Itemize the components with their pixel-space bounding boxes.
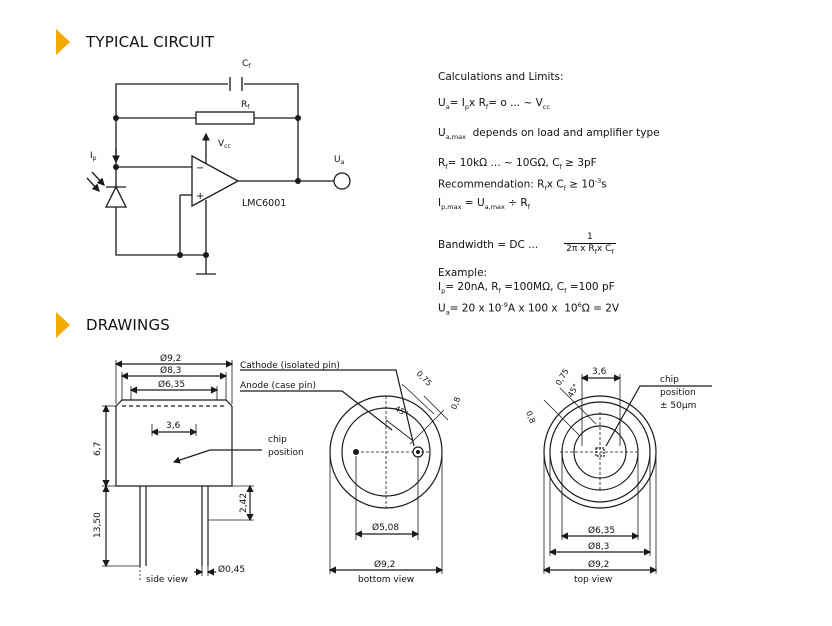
bottom-d92-label: Ø9,2: [374, 559, 395, 570]
bandwidth-label: Bandwidth = DC ...: [438, 238, 539, 251]
bottom-d508-label: Ø5,08: [372, 522, 399, 533]
example-line-1: Ip= 20nA, Rf =100MΩ, Cf =100 pF: [438, 280, 615, 295]
plus-sign: +: [196, 191, 204, 202]
minus-sign: −: [196, 163, 204, 174]
calc-line-3: Rf= 10kΩ ... ~ 10GΩ, Cf ≥ 3pF: [438, 157, 597, 172]
bottom-d08-label: 0,8: [449, 396, 462, 411]
section-title: TYPICAL CIRCUIT: [86, 33, 215, 51]
section-header-drawings: DRAWINGS: [56, 310, 170, 340]
bottom-d075-label: 0,75: [415, 369, 434, 388]
calc-heading: Calculations and Limits:: [438, 71, 564, 83]
rf-label: Rf: [241, 100, 250, 111]
example-label: Example:: [438, 266, 488, 279]
ua-label: Ua: [334, 155, 345, 166]
top-view-caption: top view: [574, 575, 612, 585]
side-h1350-label: 13,50: [93, 512, 103, 538]
side-h242-label: 2,42: [239, 493, 249, 513]
fraction-numerator: 1: [587, 231, 593, 242]
top-chip-position-label: position: [660, 388, 696, 398]
side-d83-label: Ø8,3: [160, 365, 181, 376]
side-chip-position-label: position: [268, 448, 304, 458]
top-d075-label: 0,75: [554, 367, 571, 387]
bandwidth-row: Bandwidth = DC ... 1 2π x Rfx Cf: [438, 232, 798, 258]
top-d92-label: Ø9,2: [588, 559, 609, 570]
top-d83-label: Ø8,3: [588, 541, 609, 552]
fraction-denominator: 2π x Rfx Cf: [564, 242, 616, 256]
circuit-nodes: [113, 115, 301, 258]
side-view-drawing: [102, 360, 262, 580]
example-line-2: Ua= 20 x 10-9A x 100 x 106Ω = 2V: [438, 300, 620, 317]
bottom-view-pins: [353, 449, 420, 455]
top-view-drawing: [542, 374, 712, 574]
cf-label: Cf: [242, 59, 251, 70]
cathode-label: Cathode (isolated pin): [240, 361, 340, 371]
calc-line-1: Ua= Ipx Rf= o ... ~ Vcc: [438, 97, 550, 112]
side-chip-label: chip: [268, 435, 287, 445]
top-chip-label: chip: [660, 375, 679, 385]
ip-label: Ip: [90, 151, 97, 162]
calc-line-2: Ua,max depends on load and amplifier typ…: [438, 127, 660, 142]
calc-line-4: Recommendation: Rfx Cf ≥ 10-3s: [438, 177, 607, 193]
side-d92-label: Ø9,2: [160, 353, 181, 364]
calc-line-5: Ip,max = Ua,max ÷ Rf: [438, 196, 530, 211]
side-d635-label: Ø6,35: [158, 379, 185, 390]
anode-label: Anode (case pin): [240, 381, 316, 391]
chevron-marker-icon: [56, 29, 70, 55]
top-angle-label: 45°: [566, 382, 581, 399]
side-pin-diameter-label: Ø0,45: [218, 564, 245, 575]
section-header-typical-circuit: TYPICAL CIRCUIT: [56, 27, 214, 57]
bottom-view-caption: bottom view: [358, 575, 414, 585]
top-d635-label: Ø6,35: [588, 525, 615, 536]
opamp-model-label: LMC6001: [242, 198, 286, 209]
bottom-view-drawing: [240, 369, 449, 574]
section-title: DRAWINGS: [86, 316, 171, 334]
calculations-block: Calculations and Limits: Ua= Ipx Rf= o .…: [438, 70, 798, 319]
top-chip-tolerance-label: ± 50µm: [660, 401, 696, 411]
side-view-caption: side view: [146, 575, 188, 585]
bandwidth-fraction: 1 2π x Rfx Cf: [564, 232, 616, 258]
top-d08-label: 0,8: [524, 410, 537, 425]
chevron-marker-icon: [56, 312, 70, 338]
side-chip-width-label: 3,6: [166, 421, 181, 431]
side-h67-label: 6,7: [93, 442, 103, 456]
vcc-label: Vcc: [218, 139, 231, 150]
top-chip-width-label: 3,6: [592, 367, 607, 377]
circuit-schematic: [86, 77, 351, 275]
